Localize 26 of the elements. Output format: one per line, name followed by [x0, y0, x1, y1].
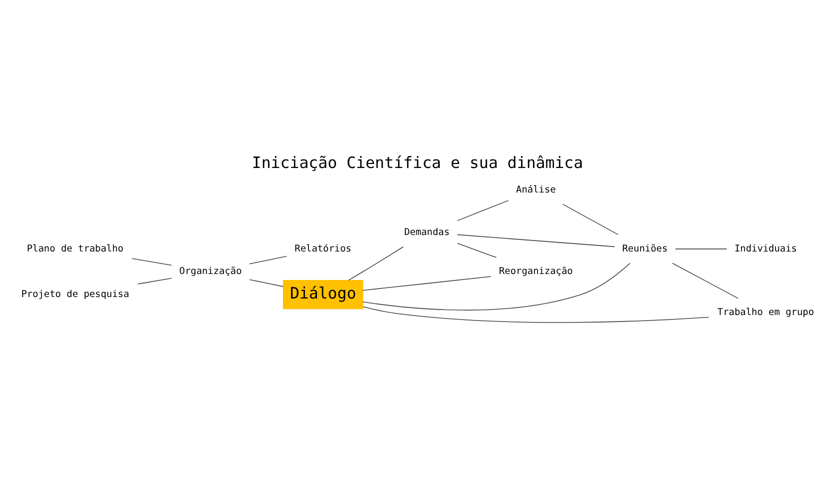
node-box: Diálogo	[282, 280, 364, 310]
node-text: Projeto de pesquisa	[21, 289, 130, 300]
connector	[362, 306, 710, 323]
connector	[249, 256, 288, 264]
connector	[362, 276, 492, 291]
connector	[362, 262, 630, 311]
connector	[562, 204, 618, 235]
connector	[348, 246, 404, 281]
node-text: Análise	[516, 184, 556, 196]
connector	[675, 248, 728, 250]
connector	[456, 242, 497, 258]
connector	[456, 200, 509, 222]
node-text: Trabalho em grupo	[717, 307, 814, 318]
connector	[249, 279, 284, 287]
connector	[672, 262, 739, 299]
node-text: Reuniões	[622, 243, 668, 254]
node-text: Demandas	[404, 226, 450, 238]
node-text: Individuais	[734, 243, 797, 254]
connector	[137, 278, 172, 284]
node-text: Reorganização	[499, 266, 573, 278]
connector	[456, 234, 615, 248]
connector	[132, 258, 172, 266]
node-text: Relatórios	[294, 243, 352, 254]
node-text: Plano de trabalho	[26, 243, 124, 254]
node-text: Organização	[179, 266, 242, 278]
diagram-title: Iniciação Científica e sua dinâmica	[252, 152, 584, 172]
